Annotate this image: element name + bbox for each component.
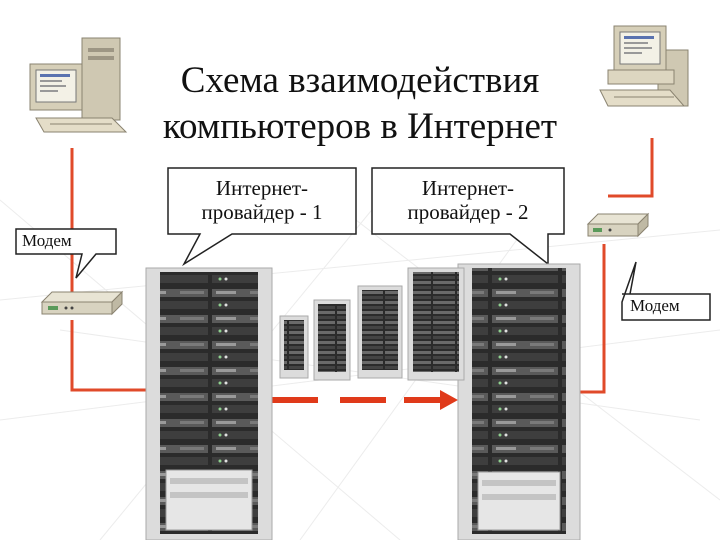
server-rack-icon — [279, 315, 309, 379]
server-rack-icon — [145, 267, 273, 540]
pc-to-modem-right-line — [608, 138, 654, 198]
server-rack-icon — [313, 299, 351, 381]
title-line-2: компьютеров в Интернет — [162, 106, 558, 147]
modem-right-bubble — [621, 261, 711, 321]
page-title: Схема взаимодействия компьютеров в Интер… — [130, 58, 590, 150]
server-rack-icon — [407, 267, 465, 381]
modem-left-label: Модем — [22, 231, 72, 250]
pc-to-modem-left-line — [70, 148, 122, 302]
computer-icon — [29, 37, 128, 133]
provider-1-label: Интернет- провайдер - 1 — [201, 176, 323, 224]
provider-1-bubble — [167, 167, 357, 267]
arrow-head — [440, 390, 458, 410]
modem-left-bubble — [15, 228, 117, 279]
provider-2-bubble — [371, 167, 565, 266]
modem-right-label: Модем — [630, 296, 680, 315]
modem-left-to-rack-line — [70, 320, 150, 392]
provider-2-label: Интернет- провайдер - 2 — [407, 176, 529, 224]
computer-icon — [599, 25, 689, 107]
server-rack-icon — [457, 263, 581, 540]
title-line-1: Схема взаимодействия — [180, 60, 540, 101]
modem-icon — [40, 290, 124, 316]
modem-icon — [586, 212, 650, 238]
modem-right-to-rack-line — [578, 244, 606, 394]
server-rack-icon — [357, 285, 403, 379]
